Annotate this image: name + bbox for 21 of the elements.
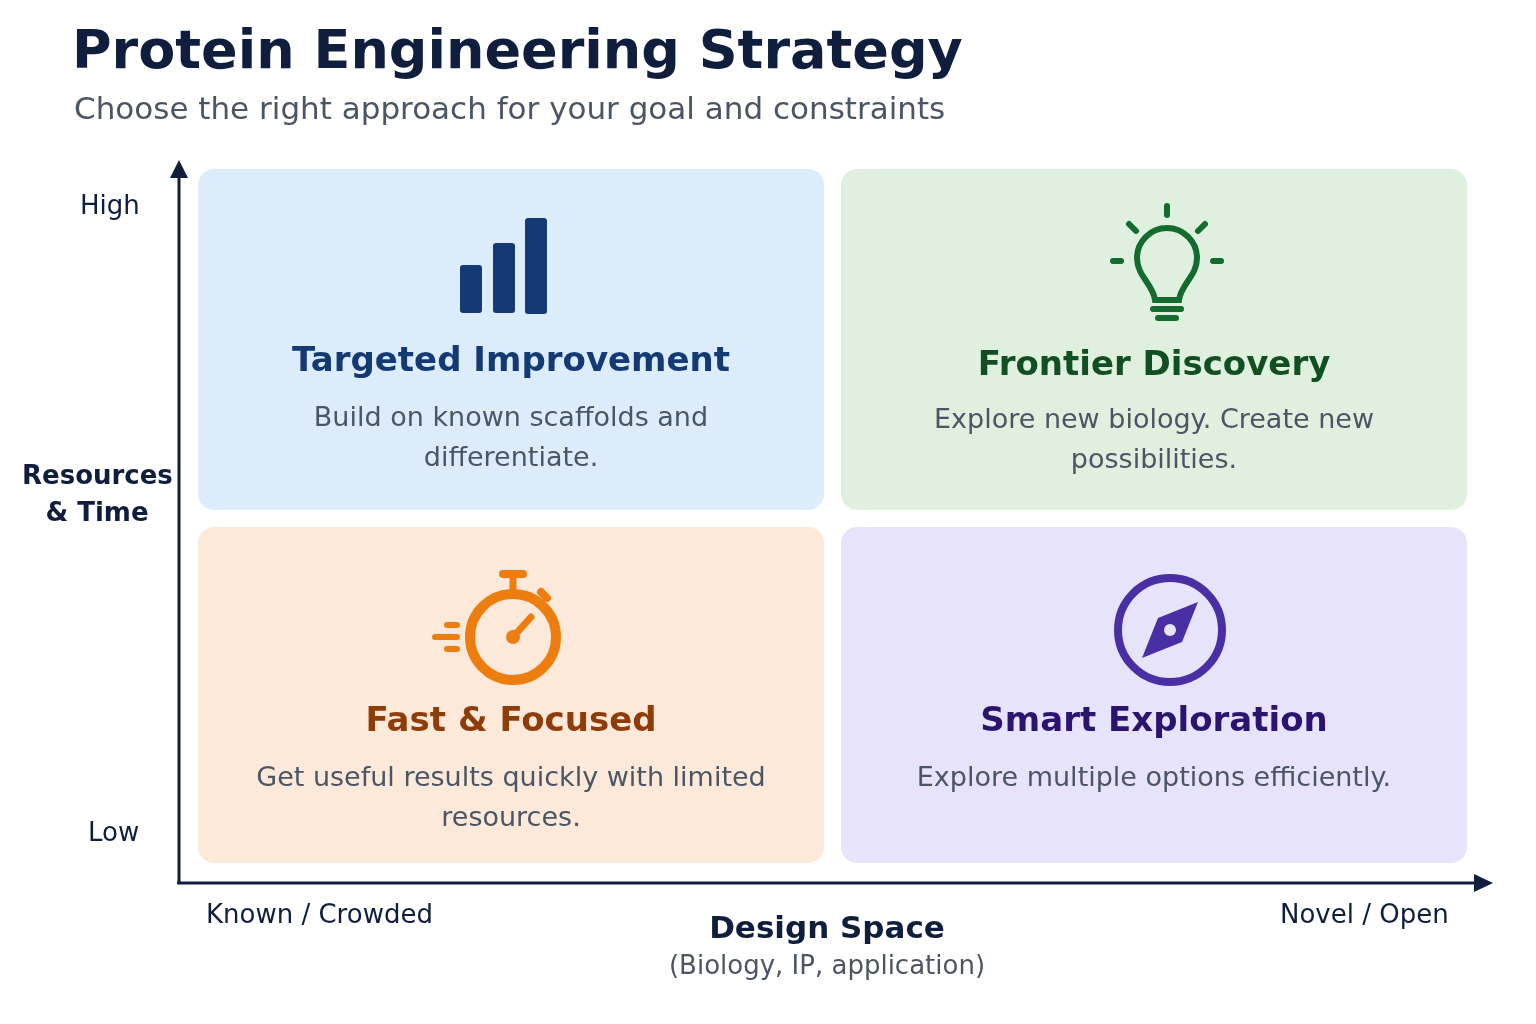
axis-title: Design Space xyxy=(708,909,946,945)
quadrant-description: Build on known scaffolds and differentiate. xyxy=(312,400,710,474)
quadrant-description: Get useful results quickly with limited resources. xyxy=(255,760,767,834)
axis-tick-label: High xyxy=(80,190,140,220)
quadrant-heading: Fast & Focused xyxy=(364,699,658,739)
subtitle: Choose the right approach for your goal and constraints xyxy=(74,90,946,126)
axis-tick-label: Low xyxy=(88,817,140,847)
title: Protein Engineering Strategy xyxy=(72,18,963,81)
quadrant-card xyxy=(841,169,1467,510)
quadrant-heading: Smart Exploration xyxy=(979,699,1329,739)
quadrant-heading: Targeted Improvement xyxy=(290,339,732,379)
quadrant-card xyxy=(841,527,1467,863)
axis-tick-label: Novel / Open xyxy=(1280,899,1449,929)
quadrant-heading: Frontier Discovery xyxy=(976,343,1332,383)
axis-subtitle: (Biology, IP, application) xyxy=(667,950,987,980)
quadrant-card xyxy=(198,527,824,863)
quadrant-description: Explore new biology. Create new possibilities. xyxy=(933,402,1375,476)
quadrant-card xyxy=(198,169,824,510)
axis-tick-label: Known / Crowded xyxy=(206,899,433,929)
axis-title: Resources & Time xyxy=(22,459,172,529)
quadrant-description: Explore multiple options efficiently. xyxy=(915,760,1393,794)
